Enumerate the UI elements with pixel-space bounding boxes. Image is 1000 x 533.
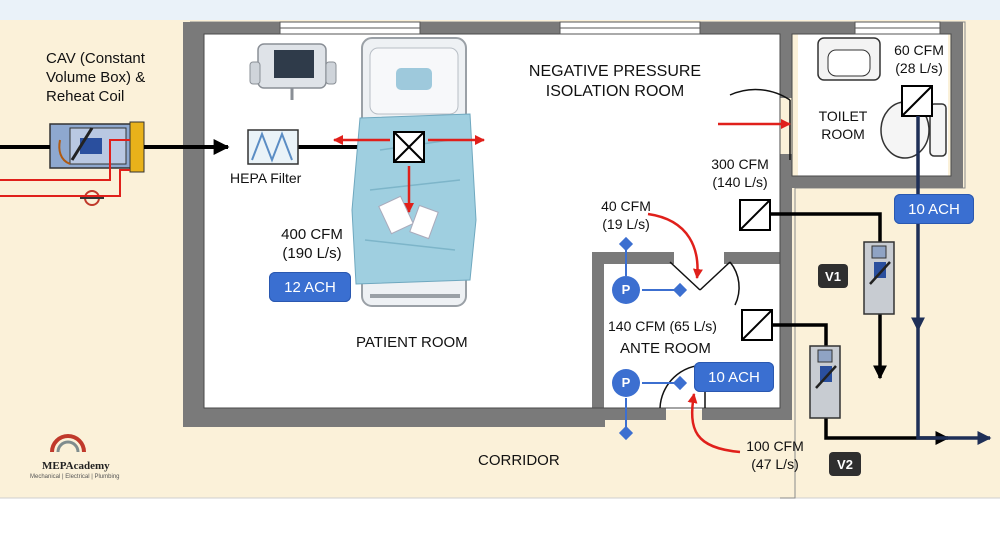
transfer-40-cfm: 40 CFM (19 L/s) xyxy=(601,198,651,232)
walls xyxy=(192,22,963,420)
exhaust-valve-v2-icon xyxy=(809,345,841,419)
pressure-sensor-lower xyxy=(618,375,688,441)
toilet-cfm: 60 CFM (28 L/s) xyxy=(894,42,944,76)
ante-room-label: ANTE ROOM xyxy=(620,340,711,357)
pressure-sensor-upper xyxy=(618,236,688,298)
transfer-300-cfm: 300 CFM (140 L/s) xyxy=(711,156,769,190)
pressure-sensor-lower-label: P xyxy=(612,369,640,397)
doors xyxy=(659,88,791,409)
sink-icon xyxy=(817,37,881,81)
patient-room-label: PATIENT ROOM xyxy=(356,334,468,351)
patient-room-cfm: 400 CFM (190 L/s) xyxy=(281,226,343,262)
logo-name: MEPAcademy xyxy=(42,460,110,472)
corridor-label: CORRIDOR xyxy=(478,452,560,469)
patient-bed-icon xyxy=(351,37,477,307)
valve-v1-label: V1 xyxy=(818,264,848,288)
hepa-filter-label: HEPA Filter xyxy=(230,170,302,186)
exhaust-grille-toilet-icon xyxy=(901,85,933,117)
toilet-ach-badge: 10 ACH xyxy=(894,194,974,224)
exhaust-grille-ante-icon xyxy=(741,309,773,341)
transfer-arrow-100cfm xyxy=(687,393,741,454)
room-title: NEGATIVE PRESSURE ISOLATION ROOM xyxy=(528,63,702,100)
pressure-sensor-upper-label: P xyxy=(612,276,640,304)
corridor-cfm: 100 CFM (47 L/s) xyxy=(746,438,804,472)
reheat-piping xyxy=(0,139,130,197)
supply-diffuser-icon xyxy=(393,131,425,163)
transfer-arrow-40cfm xyxy=(647,212,703,279)
patient-monitor-icon xyxy=(249,43,337,100)
cav-label: CAV (Constant Volume Box) & Reheat Coil xyxy=(46,50,146,105)
top-strip xyxy=(0,0,1000,20)
valve-v2-label: V2 xyxy=(829,452,861,476)
toilet-room-label: TOILET ROOM xyxy=(818,108,868,142)
logo-tagline: Mechanical | Electrical | Plumbing xyxy=(30,474,120,480)
exhaust-valve-v1-icon xyxy=(863,241,895,315)
ante-room-cfm: 140 CFM (65 L/s) xyxy=(608,318,717,334)
patient-room-ach-badge: 12 ACH xyxy=(269,272,351,302)
bottom-margin xyxy=(0,498,1000,528)
hepa-filter-icon xyxy=(247,129,299,165)
ante-room-ach-badge: 10 ACH xyxy=(694,362,774,392)
exhaust-grille-room-icon xyxy=(739,199,771,231)
cav-box xyxy=(49,121,145,206)
windows xyxy=(279,21,941,35)
supply-airflow-arrows xyxy=(333,135,485,213)
mepacademy-logo-icon xyxy=(50,434,86,453)
